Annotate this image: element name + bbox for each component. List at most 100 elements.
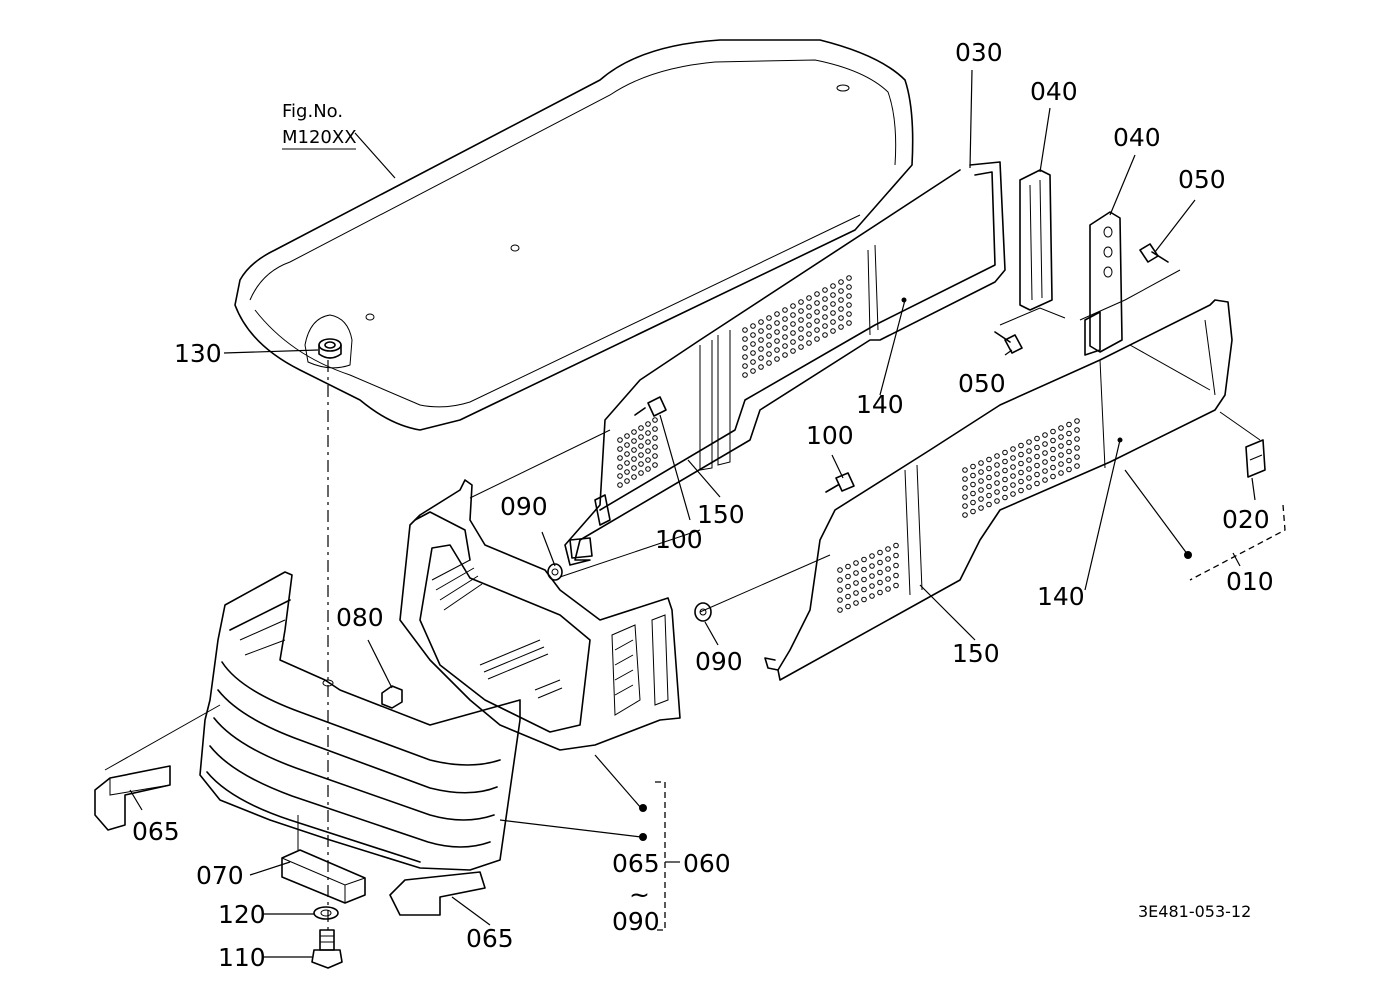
callout-070: 070 — [196, 861, 244, 890]
callout-090-c: 090 — [612, 907, 660, 936]
callout-150-a: 150 — [697, 500, 745, 529]
perforation-hole — [830, 301, 836, 307]
perforation-hole — [774, 338, 780, 344]
perforation-hole — [838, 297, 844, 303]
perforation-hole — [774, 329, 780, 335]
perforation-hole — [1042, 450, 1048, 456]
perforation-hole — [994, 498, 1000, 504]
callout-110: 110 — [218, 943, 266, 972]
perforation-hole — [1042, 477, 1048, 483]
perforation-hole — [1058, 443, 1064, 449]
perforation-hole — [652, 444, 658, 450]
part-grille — [199, 571, 521, 871]
part-065-pad-left — [94, 765, 171, 831]
perforation-hole — [1002, 458, 1008, 465]
perforation-hole — [645, 448, 651, 454]
part-060-front-frame — [399, 479, 681, 751]
perforation-hole — [885, 586, 891, 592]
perforation-hole — [806, 304, 812, 310]
perforation-hole — [846, 293, 852, 299]
fig-no-value: M120XX — [282, 127, 357, 148]
perforation-hole — [869, 573, 875, 579]
perforation-hole — [758, 328, 764, 334]
perforation-hole — [869, 583, 875, 589]
perforation-hole — [631, 447, 637, 453]
perforation-hole — [814, 336, 820, 342]
perforation-hole — [861, 576, 867, 583]
perforation-hole — [790, 312, 796, 318]
perforation-hole — [853, 580, 859, 586]
perforation-hole — [1042, 441, 1048, 447]
perforation-hole — [1066, 439, 1072, 446]
perforation-hole — [798, 335, 804, 341]
perforation-hole — [631, 465, 637, 471]
perforation-hole — [814, 327, 820, 333]
perforation-hole — [861, 556, 867, 563]
perforation-hole — [742, 336, 748, 342]
perforation-hole — [1010, 446, 1016, 452]
perforation-hole — [893, 582, 899, 589]
figure-reference: Fig.No. M120XX — [282, 101, 357, 150]
perforation-hole — [617, 464, 623, 470]
leader-lines — [129, 69, 1256, 958]
perforation-hole — [782, 325, 788, 331]
perforation-hole — [893, 572, 899, 579]
perforation-hole — [830, 310, 836, 316]
perforation-hole — [1026, 439, 1032, 445]
callout-range-tilde: ~ — [629, 880, 650, 909]
perforation-hole — [758, 346, 764, 352]
perforation-hole — [846, 284, 852, 290]
perforation-hole — [1002, 494, 1008, 501]
callout-140-a: 140 — [856, 390, 904, 419]
perforation-hole — [750, 368, 756, 374]
perforation-hole — [877, 549, 883, 556]
perforation-hole — [962, 512, 968, 518]
perforation-hole — [774, 311, 780, 317]
callout-labels: 030 040 040 050 050 130 140 100 090 150 … — [132, 38, 1274, 972]
perforation-hole — [1018, 469, 1024, 476]
leader-dots — [639, 297, 1192, 841]
part-070-spacer — [281, 849, 366, 904]
perforation-hole — [1042, 468, 1048, 474]
part-100-bolt-a — [634, 396, 667, 417]
perforation-hole — [978, 505, 984, 511]
perforation-hole — [822, 323, 828, 329]
perforation-hole — [877, 569, 883, 576]
perforation-hole — [638, 434, 644, 440]
perforation-hole — [978, 460, 984, 466]
callout-040-a: 040 — [1030, 77, 1078, 106]
perforation-hole — [624, 451, 630, 457]
perforation-hole — [853, 570, 859, 576]
perforation-hole — [846, 320, 852, 326]
part-120-washer — [313, 906, 339, 920]
perforation-hole — [631, 474, 637, 480]
perforation-hole — [798, 344, 804, 350]
perforation-hole — [970, 463, 976, 470]
perforation-hole — [962, 503, 968, 509]
perforation-hole — [846, 311, 852, 317]
perforation-hole — [1026, 466, 1032, 472]
perforation-hole — [838, 279, 844, 285]
callout-100-a: 100 — [655, 525, 703, 554]
perforation-hole — [766, 333, 772, 339]
hood-outline — [234, 39, 914, 431]
callout-050-a: 050 — [1178, 165, 1226, 194]
perforation-hole — [638, 452, 644, 458]
callout-090-b: 090 — [695, 647, 743, 676]
perforation-hole — [893, 542, 899, 549]
perforation-hole — [631, 429, 637, 435]
drawing-code: 3E481-053-12 — [1138, 902, 1251, 921]
perforation-hole — [814, 300, 820, 306]
perforation-hole — [838, 315, 844, 321]
perforation-hole — [631, 438, 637, 444]
perforation-hole — [845, 603, 851, 610]
perforation-hole — [853, 600, 859, 606]
perforation-hole — [652, 417, 658, 423]
callout-090-a: 090 — [500, 492, 548, 521]
perforation-hole — [1074, 418, 1080, 424]
fig-no-label: Fig.No. — [282, 101, 343, 122]
perforation-hole — [814, 318, 820, 324]
callout-020: 020 — [1222, 505, 1270, 534]
perforation-hole — [766, 324, 772, 330]
perforation-hole — [861, 596, 867, 603]
